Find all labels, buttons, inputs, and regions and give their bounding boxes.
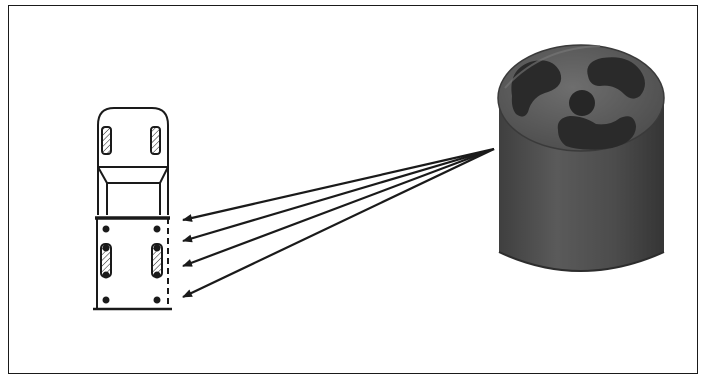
spacer-block-photo — [498, 45, 664, 271]
vehicle-diagram — [93, 108, 172, 309]
cab-seat-left — [102, 127, 111, 154]
cab-seat-right — [151, 127, 160, 154]
bolt-dot — [103, 226, 110, 233]
bolt-dot — [103, 297, 110, 304]
spacer-center-hole — [569, 90, 595, 116]
leader-arrow-2 — [183, 149, 494, 241]
leader-arrow-3 — [183, 149, 494, 266]
leader-arrow-1 — [183, 149, 494, 220]
bolt-dot — [154, 297, 161, 304]
bolt-dot — [103, 245, 110, 252]
bolt-dot — [103, 272, 110, 279]
bolt-dot — [154, 245, 161, 252]
leader-arrow-4 — [183, 149, 494, 297]
vehicle-windshield — [98, 167, 168, 183]
bolt-dot — [154, 226, 161, 233]
leader-arrows — [183, 149, 494, 297]
bolt-dot — [154, 272, 161, 279]
